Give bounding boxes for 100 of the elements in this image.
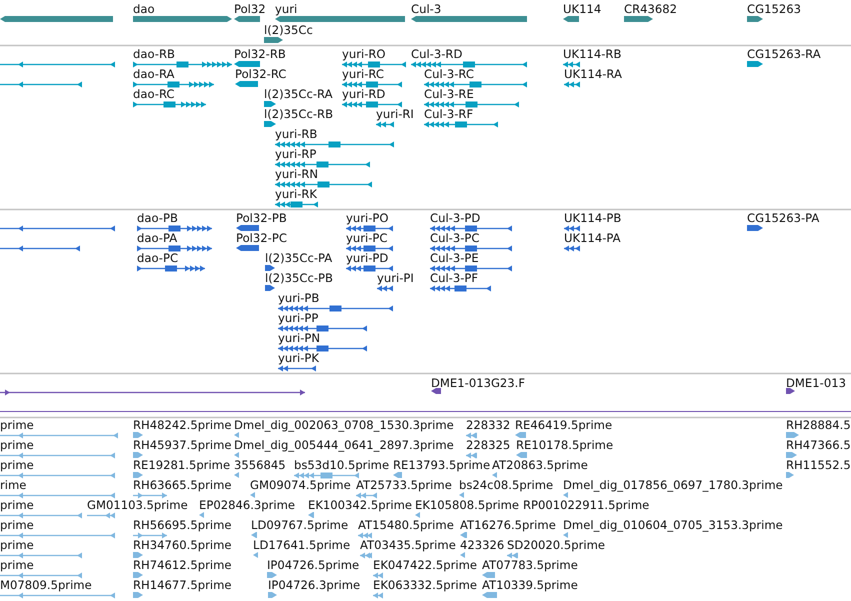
feature-label: LD09767.5prime [251,518,348,532]
feature-label: Cul-3-RE [424,87,474,101]
feature-label: EK063332.5prime [373,578,478,592]
feature-label: Pol32-RB [234,47,286,61]
feature-label: yuri-PD [346,251,388,265]
feature-label: Cul-3-RD [411,47,462,61]
feature-label: yuri-PK [278,351,319,365]
feature-label: AT03435.5prime [360,538,456,552]
feature-label: RE13793.5prime [393,458,490,472]
feature-label: yuri-PI [377,271,414,285]
feature-label: yuri-PP [278,311,318,325]
feature-label: prime [0,518,34,532]
feature-label: 228332 [466,418,510,432]
feature-label: SD20020.5prime [507,538,606,552]
feature-label: RH47366.5 [786,438,851,452]
feature-label: l(2)35Cc-RB [264,107,334,121]
feature-label: IP04726.5prime [267,558,360,572]
feature-label: yuri-RK [275,187,318,201]
feature-label: AT10339.5prime [482,578,578,592]
feature-label: prime [0,558,34,572]
feature-label: RH56695.5prime [133,518,232,532]
feature-label: CG15263 [747,2,801,16]
feature-label: yuri-PN [278,331,320,345]
feature-label: CG15263-PA [747,211,820,225]
feature-label: GM01103.5prime [87,498,188,512]
feature-label: Pol32-PC [236,231,287,245]
feature-label: UK114-PB [564,211,622,225]
feature-label: Pol32-RC [235,67,286,81]
feature-label: 228325 [466,438,510,452]
feature-label: M07809.5prime [0,578,92,592]
feature-label: EK105808.5prime [415,498,520,512]
feature-label: RH48242.5prime [133,418,232,432]
feature-label: dao-RB [133,47,175,61]
feature-label: RH28884.5 [786,418,851,432]
feature-label: prime [0,418,34,432]
feature-label: Pol32 [234,2,266,16]
feature-label: CG15263-RA [747,47,821,61]
feature-label: RP001022911.5prime [523,498,650,512]
feature-label: Dmel_dig_002063_0708_1530.3prime [234,418,454,432]
feature-label: yuri-RB [275,127,318,141]
feature-label: UK114 [563,2,602,16]
feature-label: dao-PA [137,231,178,245]
feature-label: l(2)35Cc [264,23,313,37]
feature-label: 423326 [460,538,504,552]
feature-label: RE19281.5prime [133,458,230,472]
feature-label: EP02846.3prime [199,498,296,512]
feature-label: yuri-RP [275,147,316,161]
feature-label: UK114-PA [564,231,621,245]
feature-label: AT07783.5prime [482,558,578,572]
feature-label: RH63665.5prime [133,478,232,492]
feature-label: Dmel_dig_017856_0697_1780.3prime [563,478,783,492]
feature-label: prime [0,538,34,552]
feature-label: dao-RA [133,67,174,81]
feature-label: AT25733.5prime [356,478,452,492]
feature-label: bs24c08.5prime [459,478,554,492]
feature-label: Cul-3-PD [430,211,480,225]
feature-label: AT20863.5prime [492,458,588,472]
feature-label: 3556845 [234,458,286,472]
feature-label: UK114-RB [563,47,622,61]
feature-label: LD17641.5prime [253,538,350,552]
feature-label: Cul-3-PE [430,251,479,265]
feature-label: UK114-RA [564,67,622,81]
feature-label: dao-RC [133,87,175,101]
feature-label: rime [0,478,26,492]
feature-label: AT15480.5prime [358,518,454,532]
feature-label: yuri-PB [278,291,320,305]
feature-label: dao-PB [137,211,178,225]
feature-label: Cul-3-PC [430,231,480,245]
feature-label: CR43682 [624,2,678,16]
feature-label: DME1-013 [786,376,846,390]
feature-label: Dmel_dig_005444_0641_2897.3prime [234,438,454,452]
feature-label: yuri-RC [342,67,384,81]
feature-label: RH11552.5 [786,458,851,472]
feature-label: Dmel_dig_010604_0705_3153.3prime [563,518,783,532]
feature-label: RH34760.5prime [133,538,232,552]
feature-label: dao [133,2,155,16]
feature-label: Cul-3-RC [424,67,474,81]
feature-label: Cul-3-PF [430,271,478,285]
feature-label: yuri-RN [275,167,318,181]
feature-label: Cul-3-RF [424,107,474,121]
feature-label: RH74612.5prime [133,558,232,572]
feature-label: yuri-RI [376,107,414,121]
feature-label: prime [0,438,34,452]
feature-label: dao-PC [137,251,178,265]
feature-label: RE46419.5prime [515,418,612,432]
feature-label: IP04726.3prime [268,578,360,592]
feature-label: EK047422.5prime [373,558,478,572]
feature-label: yuri-RD [342,87,386,101]
feature-label: RH14677.5prime [133,578,232,592]
feature-label: l(2)35Cc-RA [264,87,333,101]
feature-label: Cul-3 [411,2,442,16]
feature-label: yuri-RO [342,47,386,61]
feature-label: yuri [275,2,298,16]
feature-label: EK100342.5prime [308,498,412,512]
feature-label: bs53d10.5prime [294,458,390,472]
feature-label: prime [0,458,34,472]
feature-label: DME1-013G23.F [431,376,526,390]
feature-label: RH45937.5prime [133,438,232,452]
feature-label: AT16276.5prime [460,518,556,532]
feature-label: prime [0,498,34,512]
